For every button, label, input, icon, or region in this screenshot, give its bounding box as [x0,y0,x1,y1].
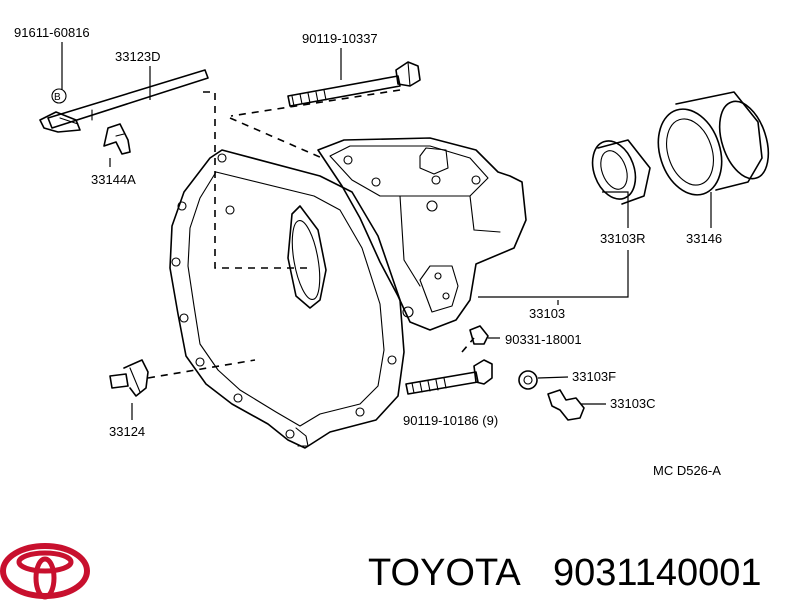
label-90331-18001: 90331-18001 [505,332,582,347]
shift-rod-33123D [39,69,209,133]
dust-cover-33146 [657,91,770,196]
label-33123D: 33123D [115,49,161,64]
alignment-dashes [147,89,475,379]
bracket-33124 [109,359,149,397]
label-33103R: 33103R [600,231,646,246]
washer-33103F [518,370,538,390]
callout-letter: B [54,92,61,103]
part-number: 9031140001 [553,552,762,594]
label-33103: 33103 [529,306,565,321]
label-33103C: 33103C [610,396,656,411]
bolt-90119-10337 [287,61,421,107]
bracket-33144A [103,123,131,155]
leader-lines [61,42,712,420]
plug-90331-18001 [469,325,489,345]
label-33103F: 33103F [572,369,616,384]
brand-name: TOYOTA [368,552,521,594]
label-33146: 33146 [686,231,722,246]
toyota-logo-icon [0,543,90,600]
label-90119-10337: 90119-10337 [302,31,378,46]
oil-seal-33103R [591,139,651,205]
bolt-91611-60816: B [51,88,67,104]
diagram-code: MC D526-A [653,463,721,478]
plug-33103C [547,389,585,421]
transmission-case-33103 [169,137,527,449]
label-91611-60816: 91611-60816 [14,25,90,40]
label-33144A: 33144A [91,172,136,187]
bolt-90119-10186 [405,359,493,395]
label-33124: 33124 [109,424,145,439]
label-90119-10186: 90119-10186 (9) [403,413,498,428]
